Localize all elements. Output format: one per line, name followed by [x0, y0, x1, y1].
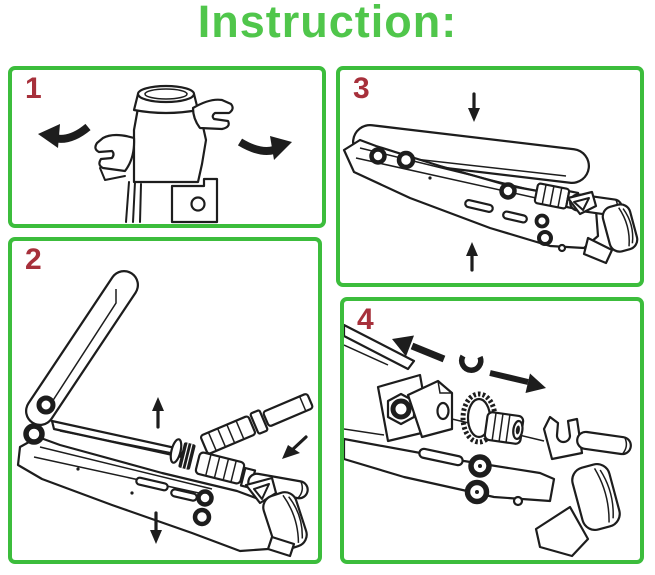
arrow-down-icon	[150, 511, 162, 544]
arrow-right-icon	[489, 370, 546, 393]
page-title: Instruction:	[197, 0, 458, 47]
step-panel-3: 3	[336, 66, 644, 287]
arrow-up-icon	[466, 242, 478, 272]
curved-arrow-left-icon	[38, 123, 91, 148]
coax-connector-drawing	[199, 393, 314, 455]
open-compression-tool-drawing	[16, 270, 309, 558]
step3-closed-tool-drawing	[342, 92, 639, 272]
step-number: 1	[25, 72, 42, 105]
tool-nose-closeup-drawing	[344, 323, 632, 558]
step2-open-tool-drawing	[16, 270, 314, 558]
arrow-down-icon	[468, 92, 480, 122]
step-panel-2: 2	[8, 237, 322, 564]
closed-compression-tool-drawing	[342, 124, 639, 265]
step-number: 2	[25, 243, 42, 276]
arrow-up-left-icon	[392, 335, 446, 363]
step-panel-1: 1	[8, 66, 326, 228]
step1-tool-head-drawing	[38, 84, 292, 224]
step-panel-4: 4	[340, 297, 644, 564]
arrow-down-left-icon	[282, 435, 308, 459]
u-clip-icon	[459, 354, 484, 373]
arrow-up-icon	[152, 397, 164, 429]
tool-head-drawing	[94, 84, 234, 224]
curved-arrow-right-icon	[237, 136, 292, 160]
step-number: 3	[353, 72, 370, 105]
step4-nose-closeup-drawing	[344, 323, 632, 558]
step-number: 4	[357, 303, 374, 336]
